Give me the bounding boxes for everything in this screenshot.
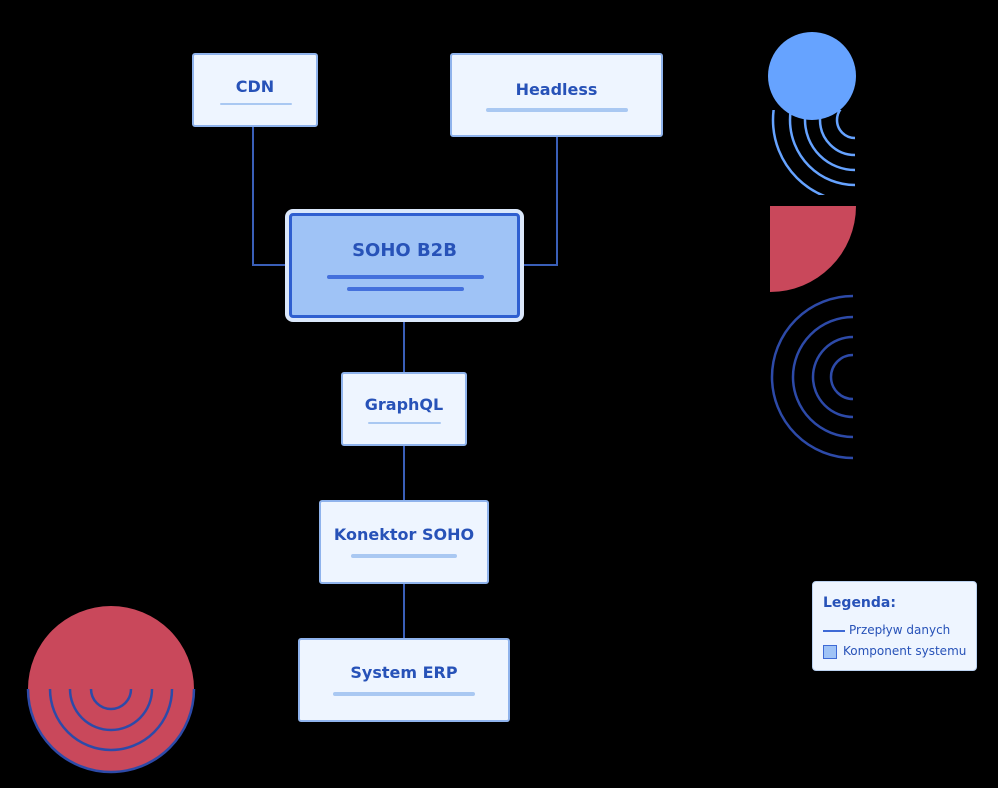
soho-b2b-node[interactable]: SOHO B2B (289, 213, 520, 318)
blue-circle-decoration (768, 32, 856, 120)
cdn-node[interactable]: CDN (192, 53, 318, 127)
cdn-underline (220, 103, 292, 105)
system-erp-underline (333, 692, 475, 696)
konektor-soho-underline (351, 554, 457, 558)
legend-row-component: Komponent systemu (823, 644, 966, 659)
legend-flow-label: Przepływ danych (849, 623, 951, 637)
flow-line-swatch (823, 629, 845, 632)
soho-b2b-label: SOHO B2B (352, 240, 457, 261)
red-circle-decoration (26, 606, 196, 774)
graphql-label: GraphQL (364, 395, 444, 414)
legend-title: Legenda: (823, 595, 896, 611)
soho-b2b-bar-1 (327, 275, 484, 279)
red-quarter-decoration (770, 206, 856, 292)
headless-label: Headless (515, 80, 598, 99)
dark-arcs-decoration (770, 294, 853, 460)
blue-arcs-decoration (771, 110, 855, 195)
konektor-soho-node[interactable]: Konektor SOHO (319, 500, 489, 584)
konektor-soho-label: Konektor SOHO (333, 525, 475, 544)
connector-cdn-soho (252, 127, 289, 266)
headless-node[interactable]: Headless (450, 53, 663, 137)
headless-underline (486, 108, 628, 112)
cdn-label: CDN (235, 77, 275, 96)
graphql-node[interactable]: GraphQL (341, 372, 467, 446)
system-erp-node[interactable]: System ERP (298, 638, 510, 722)
legend-row-flow: Przepływ danych (823, 623, 950, 637)
component-box-swatch (823, 644, 837, 659)
legend-component-label: Komponent systemu (843, 644, 967, 658)
connector-headless-soho (520, 137, 558, 266)
legend: Legenda: Przepływ danych Komponent syste… (812, 581, 977, 671)
graphql-underline (368, 422, 441, 424)
system-erp-label: System ERP (350, 663, 458, 682)
soho-b2b-bar-2 (347, 287, 464, 291)
